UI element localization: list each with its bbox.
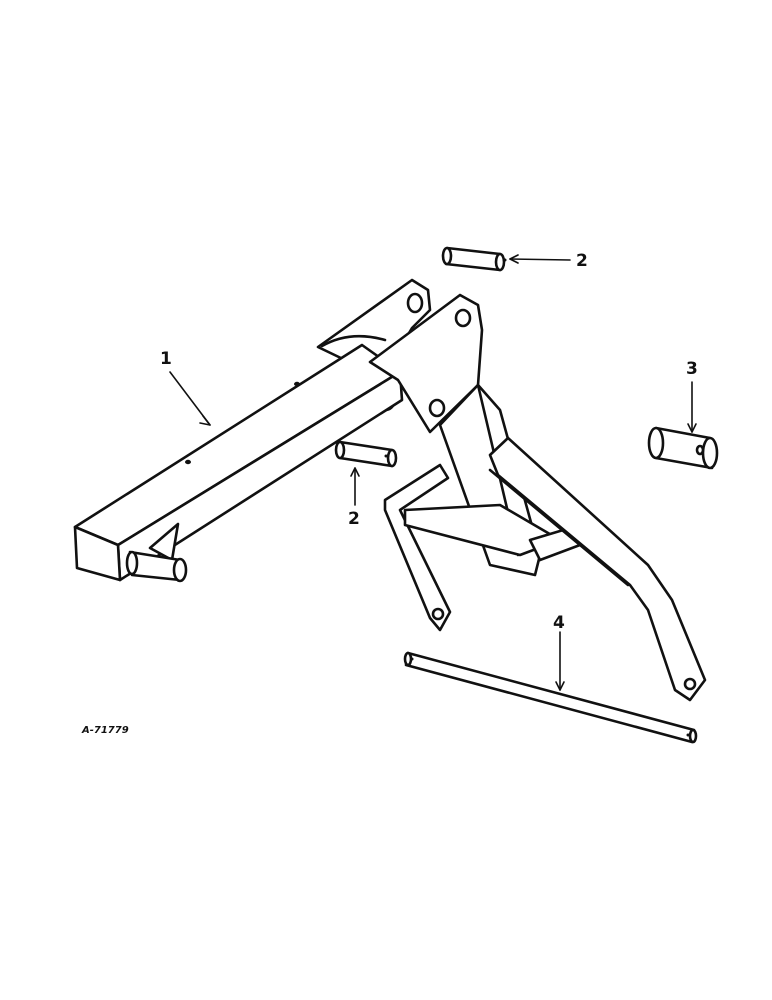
callout-1: 1 (160, 349, 172, 369)
callout-2a: 2 (576, 251, 588, 271)
callout-4: 4 (553, 613, 565, 633)
part-1-a-frame (368, 293, 707, 702)
callout-2b: 2 (348, 509, 360, 529)
part-4-rod (403, 651, 698, 744)
figure-id: A-71779 (81, 725, 129, 736)
part-2-pin-upper (441, 246, 507, 272)
leader-lines (169, 254, 697, 691)
part-2-pin-lower (334, 440, 398, 468)
part-3-pin (647, 426, 719, 470)
part-1-drawbar-beam (73, 278, 432, 583)
callout-3: 3 (686, 359, 698, 379)
